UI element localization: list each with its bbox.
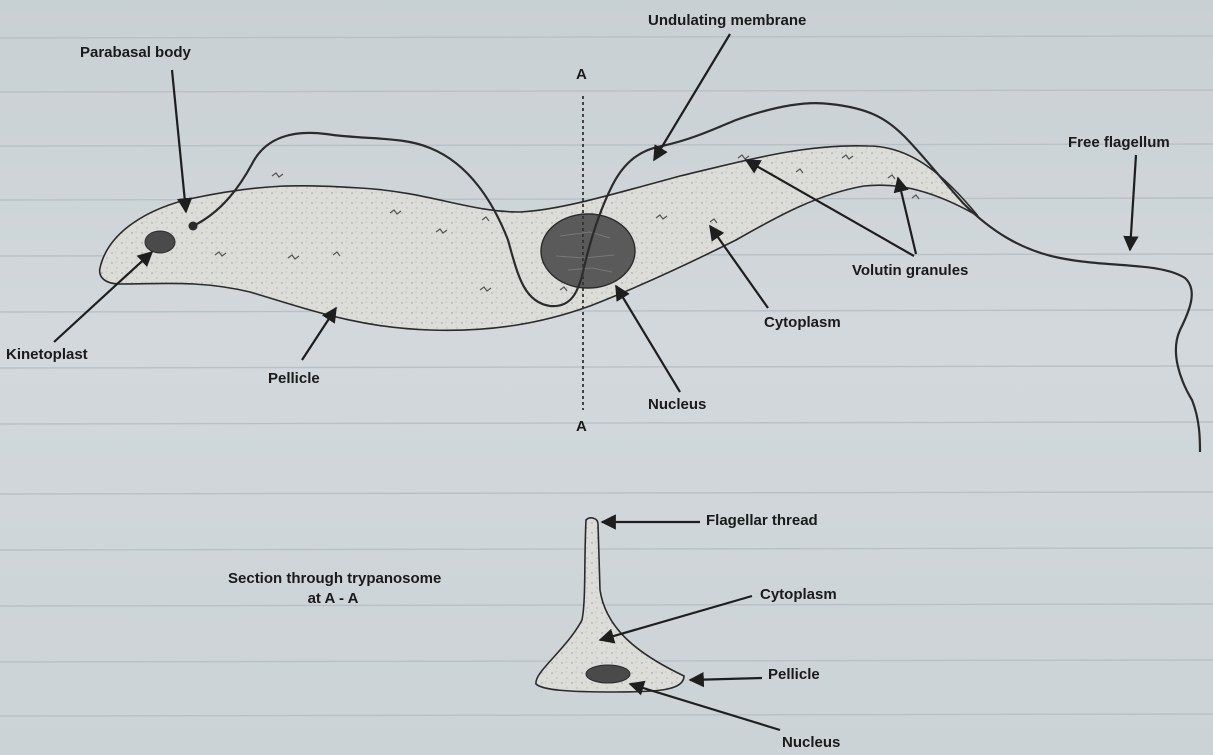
label-undulating-membrane: Undulating membrane — [648, 12, 806, 30]
kinetoplast-shape — [145, 231, 175, 253]
arrow-free-flagellum — [1130, 155, 1136, 250]
label-volutin-granules: Volutin granules — [852, 262, 968, 280]
arrow-undulating — [654, 34, 730, 160]
arrow-cytoplasm-section — [600, 596, 752, 640]
label-nucleus-section: Nucleus — [782, 734, 840, 752]
label-section-caption-line1: Section through trypanosome — [228, 570, 438, 588]
arrow-pellicle-section — [690, 678, 762, 680]
label-section-a-top: A — [576, 66, 587, 84]
cross-section-nucleus — [586, 665, 630, 683]
arrow-pellicle-main — [302, 308, 336, 360]
label-parabasal-body: Parabasal body — [80, 44, 191, 62]
arrow-nucleus-main — [616, 286, 680, 392]
label-pellicle: Pellicle — [268, 370, 320, 388]
label-cytoplasm-section: Cytoplasm — [760, 586, 837, 604]
arrow-nucleus-section — [630, 684, 780, 730]
label-flagellar-thread: Flagellar thread — [706, 512, 818, 530]
label-section-a-bottom: A — [576, 418, 587, 436]
label-free-flagellum: Free flagellum — [1068, 134, 1170, 152]
label-pellicle-section: Pellicle — [768, 666, 820, 684]
label-cytoplasm: Cytoplasm — [764, 314, 841, 332]
label-kinetoplast: Kinetoplast — [6, 346, 88, 364]
label-section-caption-line2: at A - A — [228, 590, 438, 608]
label-nucleus: Nucleus — [648, 396, 706, 414]
